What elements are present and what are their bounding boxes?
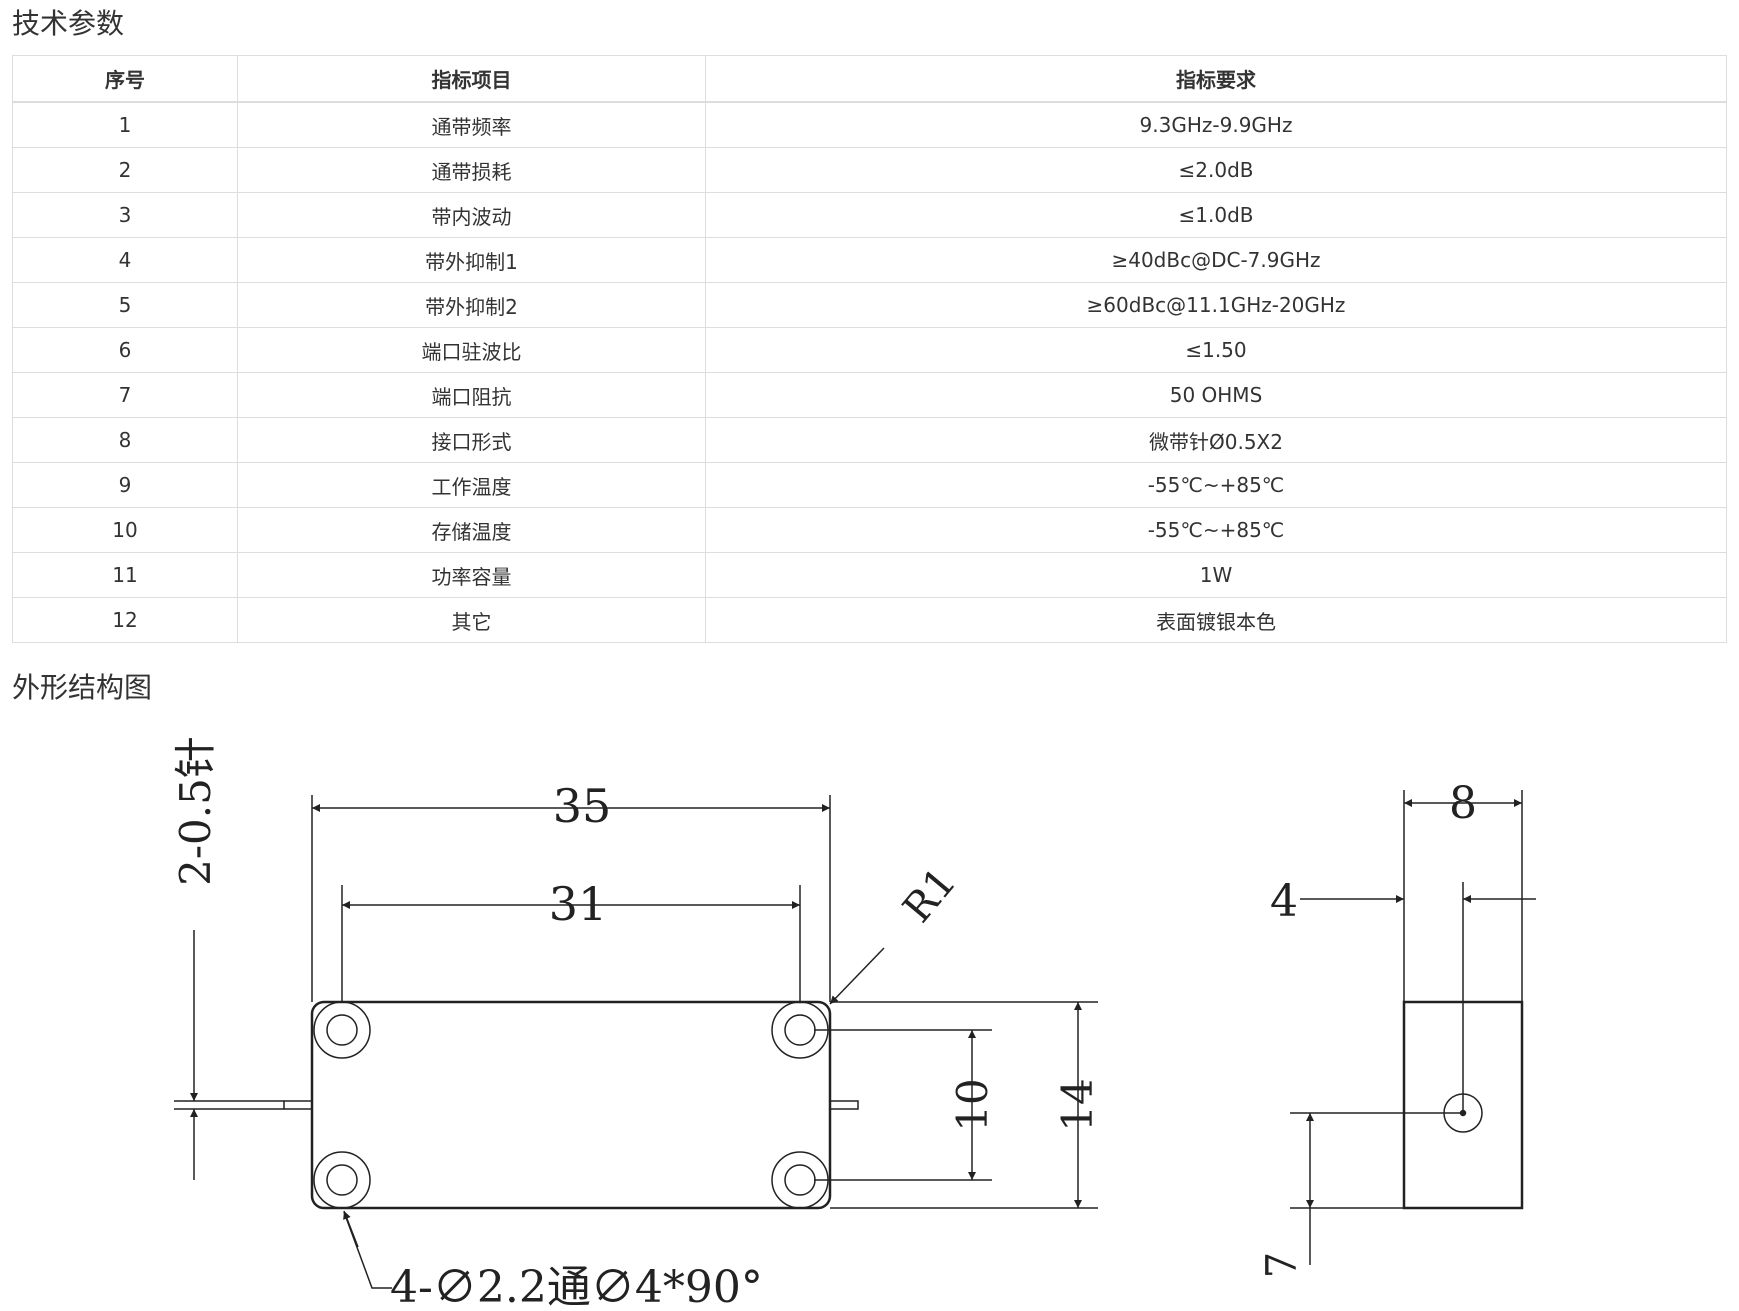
cell-requirement: 微带针Ø0.5X2	[705, 417, 1727, 463]
pin-right	[829, 1100, 859, 1110]
dim-length-label: 35	[553, 779, 612, 833]
housing-outline	[310, 1000, 832, 1210]
cell-index: 10	[12, 507, 238, 553]
cell-item: 通带损耗	[237, 147, 706, 193]
cell-requirement: 1W	[705, 552, 1727, 598]
cell-requirement: ≥40dBc@DC-7.9GHz	[705, 237, 1727, 283]
dim-height-label: 14	[1053, 1078, 1102, 1131]
dim-radius-label: R1	[894, 859, 965, 931]
cell-requirement: ≤1.0dB	[705, 192, 1727, 238]
cell-item: 带内波动	[237, 192, 706, 238]
dim-pin-label: 2-0.5针	[171, 736, 220, 886]
cell-index: 11	[12, 552, 238, 598]
section-title-outline: 外形结构图	[12, 671, 153, 704]
cell-requirement: -55℃~+85℃	[705, 507, 1727, 553]
dim-hole-spacing-x-label: 31	[549, 877, 608, 931]
front-view	[174, 795, 1098, 1289]
cell-item: 通带频率	[237, 101, 706, 148]
cell-item: 端口阻抗	[237, 372, 706, 418]
cell-item: 端口驻波比	[237, 327, 706, 373]
cell-requirement: 9.3GHz-9.9GHz	[705, 101, 1727, 148]
cell-requirement: ≤2.0dB	[705, 147, 1727, 193]
cell-requirement: 表面镀银本色	[705, 597, 1727, 643]
dim-thickness-label: 8	[1449, 778, 1477, 829]
cell-index: 6	[12, 327, 238, 373]
leader-radius	[829, 947, 885, 1005]
cell-item: 其它	[237, 597, 706, 643]
cell-requirement: 50 OHMS	[705, 372, 1727, 418]
pin-left	[283, 1100, 313, 1110]
cell-requirement: ≤1.50	[705, 327, 1727, 373]
cell-index: 4	[12, 237, 238, 283]
cell-requirement: -55℃~+85℃	[705, 462, 1727, 508]
section-title-tech: 技术参数	[12, 7, 125, 40]
outline-drawing: 35 31 R1 2-0.5针 10 14 4-∅2.2通∅4*90° 8 4 …	[171, 736, 1536, 1310]
cell-index: 12	[12, 597, 238, 643]
dim-holes-label: 4-∅2.2通∅4*90°	[390, 1262, 763, 1310]
cell-index: 7	[12, 372, 238, 418]
cell-index: 3	[12, 192, 238, 238]
leader-holes	[343, 1211, 392, 1289]
column-header-item: 指标项目	[237, 55, 706, 103]
mounting-hole-bottom-left	[313, 1151, 371, 1209]
dim-hole-spacing-y-label: 10	[948, 1078, 997, 1131]
column-header-index: 序号	[12, 55, 238, 103]
cell-item: 存储温度	[237, 507, 706, 553]
cell-index: 5	[12, 282, 238, 328]
cell-index: 9	[12, 462, 238, 508]
cell-index: 8	[12, 417, 238, 463]
cell-item: 接口形式	[237, 417, 706, 463]
dim-pin-height-label: 7	[1257, 1252, 1306, 1279]
mounting-hole-top-left	[313, 1001, 371, 1059]
cell-requirement: ≥60dBc@11.1GHz-20GHz	[705, 282, 1727, 328]
column-header-requirement: 指标要求	[705, 55, 1727, 103]
cell-item: 工作温度	[237, 462, 706, 508]
cell-item: 功率容量	[237, 552, 706, 598]
cell-item: 带外抑制2	[237, 282, 706, 328]
cell-item: 带外抑制1	[237, 237, 706, 283]
dim-pin-offset-label: 4	[1270, 876, 1298, 927]
cell-index: 2	[12, 147, 238, 193]
table-header-row: 序号 指标项目 指标要求	[12, 55, 1727, 103]
cell-index: 1	[12, 101, 238, 148]
side-view	[1290, 790, 1536, 1265]
